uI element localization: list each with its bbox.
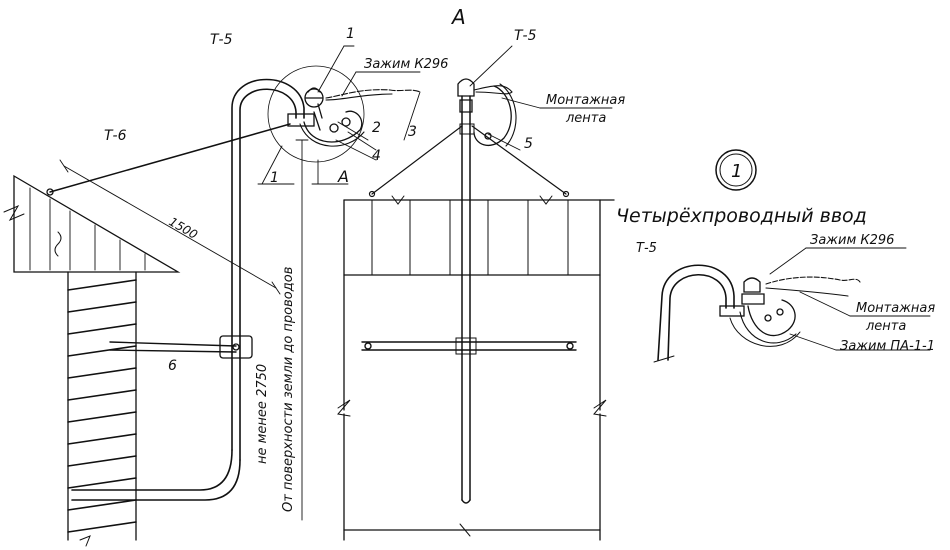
label-t5-left: Т-5 xyxy=(210,32,233,48)
detail-circle xyxy=(267,65,365,163)
detail-title: Четырёхпроводный ввод xyxy=(616,205,867,227)
view-letter-a: А xyxy=(450,5,466,29)
guy-wire xyxy=(46,123,291,196)
label-clamp-k296-right: Зажим К296 xyxy=(810,233,894,248)
pipe-bracket xyxy=(109,335,253,359)
label-t5-right: Т-5 xyxy=(636,241,657,256)
label-t5-center: Т-5 xyxy=(514,28,537,44)
callout-6: 6 xyxy=(168,358,177,374)
wall-boards xyxy=(371,199,569,276)
section-mark-1: 1 xyxy=(270,170,279,186)
vertical-pipe-front xyxy=(461,95,471,504)
height-dimension xyxy=(295,139,309,521)
guy-wires-center xyxy=(368,125,570,198)
callout-5: 5 xyxy=(524,136,533,152)
label-mounting-tape-right-1: Монтажная xyxy=(856,301,935,316)
leader-lines-left xyxy=(257,45,421,185)
riser-pipe xyxy=(71,78,305,501)
label-mounting-tape-right-2: лента xyxy=(865,319,906,334)
crossbar-bracket xyxy=(361,337,577,355)
labels: А Т-5 Т-5 Т-6 1 2 3 4 5 6 1 А Зажим К296… xyxy=(104,5,935,512)
roof-eave xyxy=(3,174,181,273)
callout-2: 2 xyxy=(372,120,381,136)
detail-number: 1 xyxy=(731,161,742,182)
label-clamp-pa: Зажим ПА-1-1 xyxy=(840,339,935,354)
label-height-line2: не менее 2750 xyxy=(255,364,270,464)
callout-3: 3 xyxy=(408,124,417,140)
label-clamp-k296-left: Зажим К296 xyxy=(364,57,448,72)
dimension-1500 xyxy=(59,159,281,295)
label-height-line1: От поверхности земли до проводов xyxy=(281,267,296,512)
label-dim-1500: 1500 xyxy=(167,214,201,242)
callout-1: 1 xyxy=(346,26,355,42)
leader-lines-center xyxy=(469,45,613,151)
callout-4: 4 xyxy=(372,148,381,164)
insulator-assembly-center xyxy=(457,78,517,147)
detail-number-circle xyxy=(715,149,757,191)
house-wall-outline xyxy=(337,195,615,541)
section-mark-a: А xyxy=(337,167,349,186)
insulator-assembly-left xyxy=(287,87,421,147)
detail-insulator xyxy=(719,276,861,347)
label-mounting-tape-center-1: Монтажная xyxy=(546,93,625,108)
label-mounting-tape-center-2: лента xyxy=(565,111,606,126)
label-t6: Т-6 xyxy=(104,128,127,144)
detail-pipe xyxy=(653,264,735,363)
leader-lines-right xyxy=(769,247,931,351)
brick-wall xyxy=(67,271,137,547)
